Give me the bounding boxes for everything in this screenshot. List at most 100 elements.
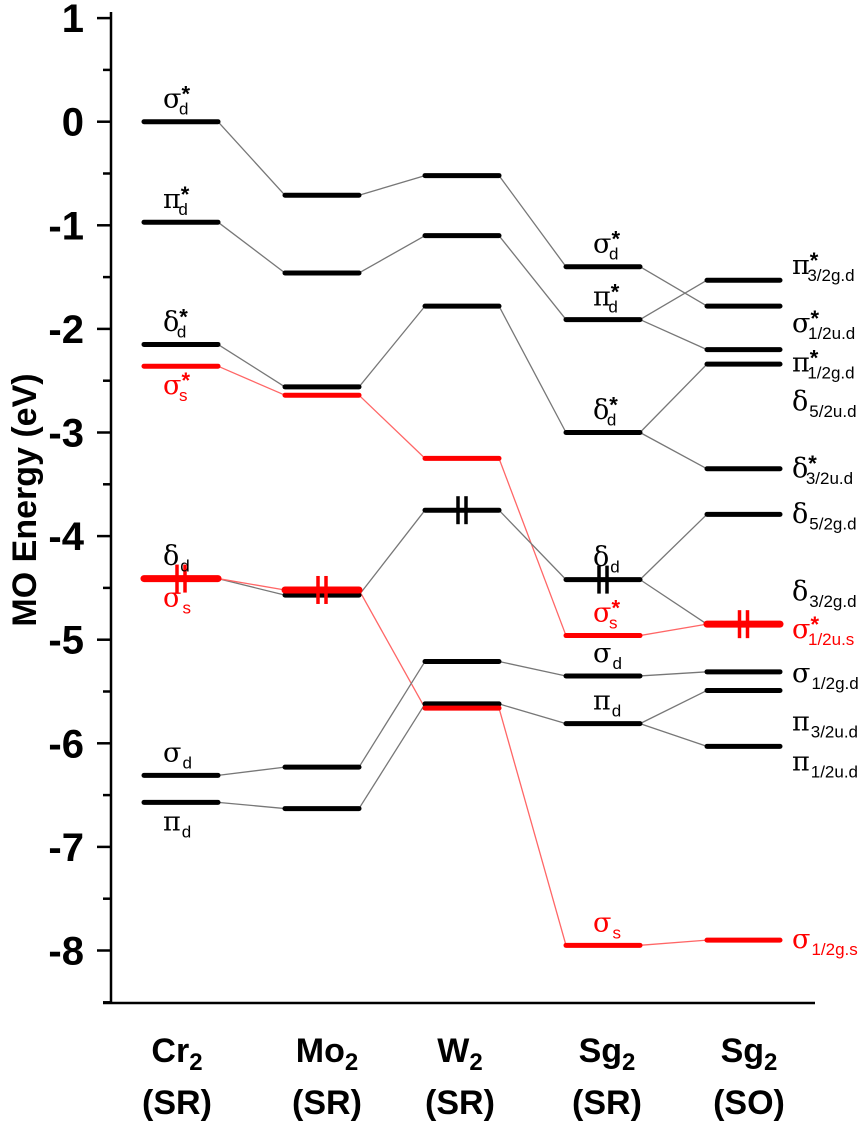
connector-line <box>639 266 708 307</box>
level-label: π*d <box>163 182 190 219</box>
antibonding-star: * <box>611 227 620 252</box>
column-method-label: (SO) <box>713 1084 785 1122</box>
y-tick-label: -7 <box>48 826 84 870</box>
orbital-symbol: σ <box>593 598 611 629</box>
orbital-symbol: π <box>163 184 181 215</box>
orbital-symbol: π <box>792 746 810 777</box>
orbital-symbol: δ <box>792 576 808 607</box>
antibonding-star: * <box>810 306 819 331</box>
connector-line <box>217 365 286 396</box>
connector-line <box>498 703 567 725</box>
y-tick-label: -6 <box>48 722 84 766</box>
y-tick-label: 0 <box>62 101 84 145</box>
orbital-symbol: δ <box>593 542 609 573</box>
antibonding-star: * <box>611 280 620 305</box>
connector-line <box>639 723 708 748</box>
column-name: W <box>437 1032 470 1070</box>
orbital-subscript: d <box>610 558 619 577</box>
orbital-symbol: π <box>163 806 181 837</box>
y-axis-title: MO Energy (eV) <box>6 373 44 626</box>
orbital-symbol: σ <box>163 84 181 115</box>
antibonding-star: * <box>609 393 618 418</box>
connector-line <box>639 318 708 351</box>
orbital-symbol: σ <box>593 229 611 260</box>
connector-line <box>639 279 708 321</box>
column-label: Sg2 <box>721 1032 778 1076</box>
column-method-label: (SR) <box>572 1084 642 1122</box>
orbital-symbol: π <box>792 706 810 737</box>
orbital-subscript: 5/2u.d <box>809 402 856 421</box>
y-tick-label: -8 <box>48 930 84 974</box>
y-tick-label: -4 <box>48 515 84 559</box>
column-label: W2 <box>437 1032 482 1076</box>
y-tick-label: -2 <box>48 308 84 352</box>
column-label: Sg2 <box>579 1032 636 1076</box>
connector-line <box>498 305 567 433</box>
column-subscript: 2 <box>189 1049 202 1076</box>
orbital-symbol: π <box>593 686 611 717</box>
column-label: Cr2 <box>151 1032 202 1076</box>
orbital-symbol: σ <box>792 308 810 339</box>
orbital-symbol: σ <box>163 583 181 614</box>
connector-line <box>217 121 286 196</box>
connector-line <box>639 579 708 625</box>
orbital-subscript: 3/2g.d <box>807 266 854 285</box>
connector-line <box>639 939 708 946</box>
y-tick-label: -5 <box>48 619 84 663</box>
connector-line <box>498 707 567 946</box>
level-label: σ1/2g.s <box>792 924 858 959</box>
antibonding-star: * <box>181 82 190 107</box>
connector-line <box>498 660 567 677</box>
orbital-subscript: 1/2g.d <box>807 364 854 383</box>
orbital-symbol: σ <box>792 924 810 955</box>
level-label: δ5/2g.d <box>792 498 857 533</box>
orbital-subscript: d <box>608 298 617 317</box>
orbital-symbol: σ <box>792 658 810 689</box>
orbital-symbol: π <box>593 282 611 313</box>
level-label: πd <box>163 806 191 841</box>
antibonding-star: * <box>611 596 620 621</box>
antibonding-star: * <box>179 304 188 329</box>
connector-line <box>639 671 708 677</box>
orbital-subscript: d <box>609 245 618 264</box>
connector-line <box>639 363 708 433</box>
orbital-symbol: σ <box>593 638 611 669</box>
orbital-symbol: δ <box>593 395 609 426</box>
orbital-subscript: 3/2g.d <box>809 592 856 611</box>
level-label: δ*d <box>163 304 188 341</box>
y-tick-label: -1 <box>48 204 84 248</box>
level-label: σs <box>593 907 621 942</box>
orbital-subscript: d <box>612 702 621 721</box>
antibonding-star: * <box>181 182 190 207</box>
connector-line <box>639 513 708 581</box>
level-label: σ*s <box>593 596 620 633</box>
orbital-symbol: σ <box>792 614 810 645</box>
column-name: Sg <box>579 1032 622 1070</box>
y-tick-label: 1 <box>62 0 84 41</box>
orbital-subscript: s <box>179 386 188 405</box>
orbital-subscript: d <box>612 654 621 673</box>
orbital-subscript: 1/2u.s <box>808 630 854 649</box>
level-label: π1/2u.d <box>792 746 858 781</box>
connector-line <box>358 703 426 809</box>
orbital-symbol: π <box>792 348 810 379</box>
antibonding-star: * <box>810 248 819 273</box>
level-label: π3/2u.d <box>792 706 858 741</box>
level-label: σ1/2g.d <box>792 658 859 693</box>
orbital-symbol: δ <box>792 453 808 484</box>
connector-line <box>358 589 426 709</box>
connector-line <box>358 394 426 459</box>
antibonding-star: * <box>181 368 190 393</box>
level-label: δ*d <box>593 393 618 430</box>
antibonding-star: * <box>810 346 819 371</box>
column-name: Sg <box>721 1032 764 1070</box>
level-labels: σ*dπ*dδ*dδdσdπdσ*dπ*dδ*dδdσdπdπ*3/2g.dσ*… <box>163 82 859 959</box>
level-label: δ3/2g.d <box>792 576 857 611</box>
connector-line <box>217 577 286 596</box>
y-tick-label: -3 <box>48 412 84 456</box>
level-label: π*1/2g.d <box>792 346 855 383</box>
connector-line <box>217 343 286 388</box>
orbital-symbol: π <box>792 250 810 281</box>
column-method-label: (SR) <box>425 1084 495 1122</box>
level-label: δ*3/2u.d <box>792 451 853 488</box>
